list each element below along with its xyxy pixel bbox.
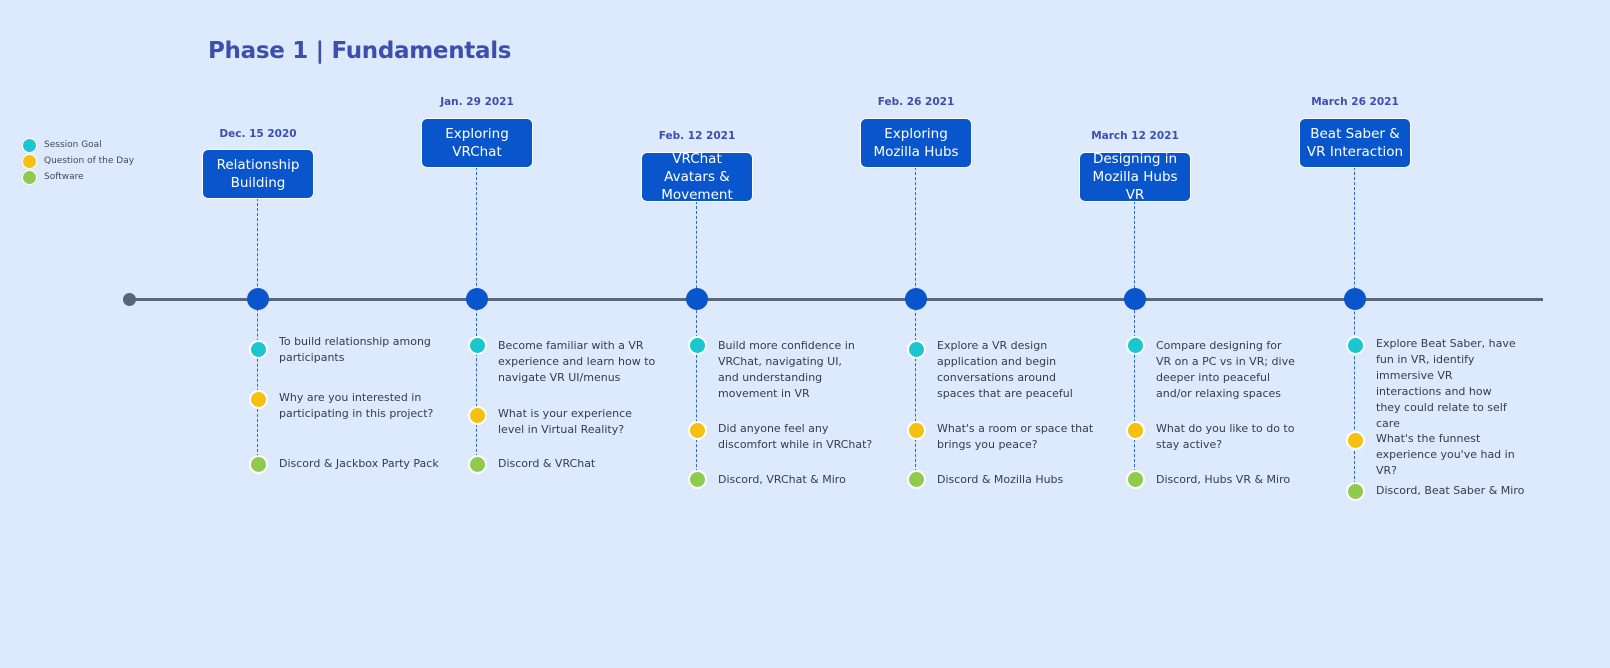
session-goal-text: Compare designing for VR on a PC vs in V… (1156, 339, 1295, 400)
session-goal-text: To build relationship among participants (279, 335, 431, 364)
question-icon (907, 421, 926, 440)
legend-label: Software (44, 172, 84, 182)
session-date: March 12 2021 (1091, 130, 1179, 142)
question-text: What is your experience level in Virtual… (498, 407, 632, 436)
session-goal-icon (907, 340, 926, 359)
session-goal-dot-icon (22, 137, 37, 153)
question-icon (688, 421, 707, 440)
software-text: Discord & Jackbox Party Pack (279, 457, 439, 470)
question-text: What's the funnest experience you've had… (1376, 432, 1515, 477)
session-date: Feb. 12 2021 (658, 130, 736, 142)
timeline-node (905, 288, 927, 310)
software-icon (1126, 470, 1145, 489)
session-date: March 26 2021 (1311, 96, 1399, 108)
timeline-node (466, 288, 488, 310)
session-goal-text: Explore a VR design application and begi… (937, 339, 1073, 400)
legend-label: Session Goal (44, 140, 102, 150)
session-title-box: Exploring VRChat (421, 118, 533, 168)
question-text: Did anyone feel any discomfort while in … (718, 422, 873, 451)
question-icon (1126, 421, 1145, 440)
software-icon (249, 455, 268, 474)
legend-item-session-goal: Session Goal (22, 136, 102, 154)
timeline-node (686, 288, 708, 310)
software-icon (907, 470, 926, 489)
software-icon (1346, 482, 1365, 501)
session-date: Feb. 26 2021 (877, 96, 955, 108)
question-text: What do you like to do to stay active? (1156, 422, 1295, 451)
question-text: What's a room or space that brings you p… (937, 422, 1094, 451)
session-goal-text: Explore Beat Saber, have fun in VR, iden… (1376, 337, 1516, 430)
session-goal-icon (249, 340, 268, 359)
session-goal-text: Build more confidence in VRChat, navigat… (718, 339, 855, 400)
session-goal-icon (1126, 336, 1145, 355)
timeline-axis (130, 298, 1543, 301)
session-connector (476, 167, 477, 462)
session-title-box: Designing in Mozilla Hubs VR (1079, 151, 1191, 203)
session-title-box: Beat Saber & VR Interaction (1299, 118, 1411, 168)
session-date: Dec. 15 2020 (219, 128, 297, 140)
software-icon (688, 470, 707, 489)
software-text: Discord, Hubs VR & Miro (1156, 473, 1291, 486)
session-goal-icon (468, 336, 487, 355)
timeline-node (1344, 288, 1366, 310)
session-connector (915, 167, 916, 477)
question-icon (468, 406, 487, 425)
session-goal-icon (1346, 336, 1365, 355)
software-icon (468, 455, 487, 474)
timeline-node (247, 288, 269, 310)
page-title: Phase 1 | Fundamentals (208, 38, 512, 64)
software-text: Discord & Mozilla Hubs (937, 473, 1064, 486)
session-goal-icon (688, 336, 707, 355)
timeline-start-marker (123, 293, 136, 306)
legend-label: Question of the Day (44, 156, 135, 166)
software-text: Discord & VRChat (498, 457, 596, 470)
session-title-box: Relationship Building (202, 149, 314, 199)
software-text: Discord, VRChat & Miro (718, 473, 846, 486)
question-icon (1346, 431, 1365, 450)
software-text: Discord, Beat Saber & Miro (1376, 484, 1525, 497)
timeline-node (1124, 288, 1146, 310)
question-icon (249, 390, 268, 409)
software-dot-icon (22, 169, 37, 185)
session-title-box: Exploring Mozilla Hubs (860, 118, 972, 168)
session-date: Jan. 29 2021 (440, 96, 514, 108)
legend-item-question-of-the-day: Question of the Day (22, 152, 134, 170)
question-text: Why are you interested in participating … (279, 391, 434, 420)
session-title-box: VRChat Avatars & Movement (641, 151, 753, 203)
session-goal-text: Become familiar with a VR experience and… (498, 339, 656, 384)
question-dot-icon (22, 153, 37, 169)
session-connector (1354, 167, 1355, 489)
session-connector (257, 198, 258, 462)
legend-item-software: Software (22, 168, 84, 186)
